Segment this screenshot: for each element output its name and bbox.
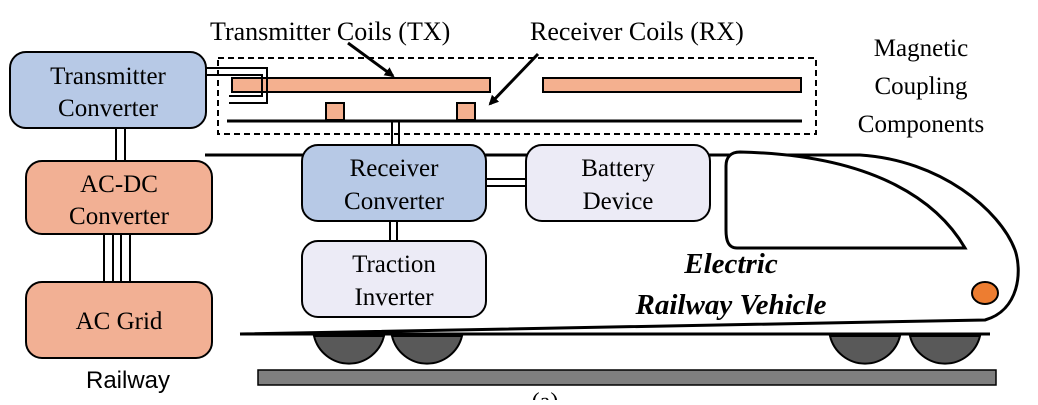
box-label: Converter	[344, 188, 445, 215]
tx-coil	[542, 77, 802, 93]
vehicle-label: Electric	[683, 248, 778, 280]
box-label: Converter	[58, 95, 159, 122]
box-label: Transmitter	[50, 63, 166, 90]
box-label: Converter	[69, 203, 170, 230]
ac-grid-box: AC Grid	[25, 281, 213, 359]
wheel	[828, 335, 902, 365]
box-label: Traction	[352, 251, 436, 278]
magnetic-coupling-label: Coupling	[874, 73, 968, 100]
railway-label: Railway	[86, 367, 170, 394]
tx-connection	[205, 74, 263, 97]
rx-coil	[325, 102, 345, 121]
rx-coil	[456, 102, 476, 121]
connectors	[103, 121, 526, 283]
headlight	[971, 281, 999, 305]
train-window	[724, 150, 968, 250]
vehicle-label: Railway Vehicle	[635, 289, 827, 321]
magnetic-coupling-label: Components	[858, 111, 984, 138]
wheel	[312, 335, 386, 365]
box-label: AC-DC	[80, 171, 158, 198]
tx-coil	[231, 77, 491, 93]
rx-arrow	[488, 52, 540, 106]
wheel	[908, 335, 982, 365]
rail	[257, 369, 997, 386]
box-label: Battery	[581, 155, 655, 182]
wheel	[390, 335, 464, 365]
magnetic-coupling-label: Magnetic	[874, 35, 968, 62]
box-label: Receiver	[350, 155, 440, 182]
box-label: AC Grid	[76, 308, 163, 335]
battery-device-box: Battery Device	[525, 144, 711, 222]
box-label: Device	[583, 188, 654, 215]
tx-coils-label: Transmitter Coils (TX)	[210, 17, 450, 46]
receiver-converter-box: Receiver Converter	[301, 144, 487, 222]
tx-arrow	[347, 41, 395, 78]
caption: (a)	[532, 389, 559, 400]
transmitter-converter-box: Transmitter Converter	[9, 51, 207, 129]
traction-inverter-box: Traction Inverter	[301, 240, 487, 318]
magnetic-coupling-box	[217, 57, 817, 135]
box-label: Inverter	[354, 284, 434, 311]
tx-connection	[205, 67, 268, 104]
rx-coils-label: Receiver Coils (RX)	[530, 17, 744, 46]
ac-dc-converter-box: AC-DC Converter	[25, 160, 213, 235]
